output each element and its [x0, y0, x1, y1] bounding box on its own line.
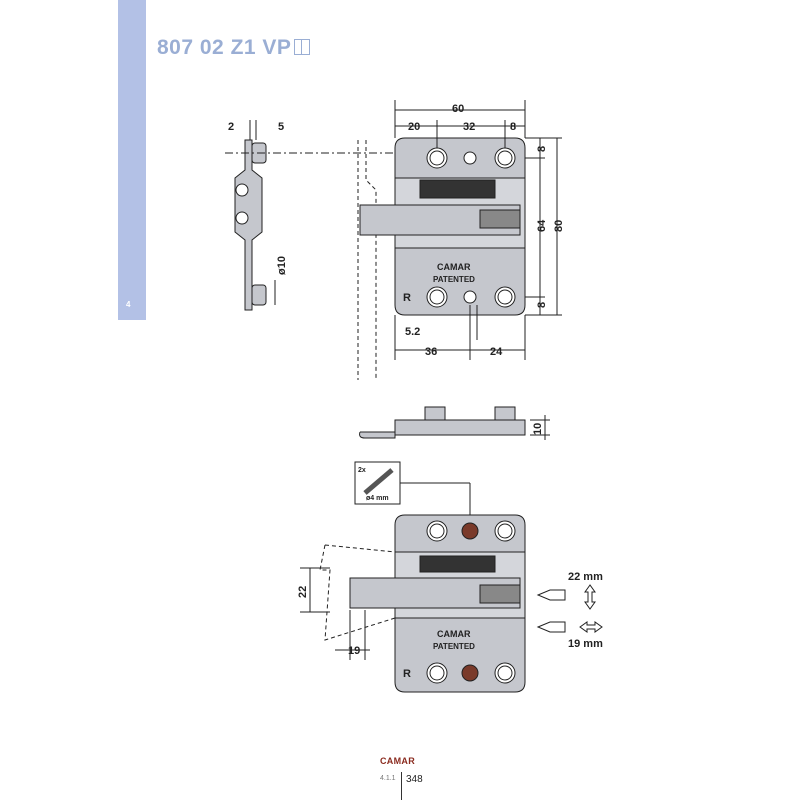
product-symbol-icon [294, 39, 311, 55]
vertical-adjust-arrow-icon [584, 584, 596, 610]
dim-side-2: 2 [228, 121, 234, 133]
screw-qty: 2x [358, 467, 366, 474]
adjust-horizontal-label: 19 mm [568, 638, 603, 650]
footer-divider [401, 772, 402, 800]
dim-diameter: ø10 [276, 256, 288, 275]
plate-side-lower: R [403, 668, 411, 680]
page-title: 807 02 Z1 VP [157, 36, 311, 60]
dim-height-80: 80 [553, 220, 565, 232]
footer-section: 4.1.1 [380, 775, 396, 782]
dim-bottom-24: 24 [490, 346, 503, 358]
dim-bottom-36: 36 [425, 346, 437, 358]
chapter-number: 4 [126, 300, 131, 309]
adjust-vertical-label: 22 mm [568, 571, 603, 583]
adjustment-view-plate [319, 514, 526, 693]
dim-side-5: 5 [278, 121, 284, 133]
product-code: 807 02 Z1 VP [157, 36, 292, 59]
dim-hole: 5.2 [405, 326, 420, 338]
plate-brand: CAMAR [437, 262, 471, 272]
plate-side: R [403, 292, 411, 304]
dim-horizontal: 19 [348, 645, 360, 657]
dim-width-32: 32 [463, 121, 475, 133]
page-number: 348 [406, 774, 423, 785]
plate-brand-lower: CAMAR [437, 629, 471, 639]
screwdriver-icon [536, 589, 566, 601]
screwdriver-icon [536, 621, 566, 633]
plate-text: PATENTED [433, 275, 475, 284]
dim-width-total: 60 [452, 103, 464, 115]
dim-bottom-height: 10 [532, 423, 544, 435]
side-view-drawing [225, 120, 400, 311]
bottom-view-drawing [359, 406, 550, 440]
screw-spec-box [354, 461, 401, 505]
screw-diameter: ø4 mm [366, 495, 389, 502]
dim-height-64: 64 [536, 219, 548, 232]
footer-brand-logo: CAMAR [380, 756, 415, 766]
dim-width-20: 20 [408, 121, 420, 133]
front-view-plate [359, 137, 526, 316]
dim-width-8: 8 [510, 121, 516, 133]
chapter-tab [118, 0, 146, 320]
dim-height-8-top: 8 [536, 146, 548, 152]
dim-vertical: 22 [297, 586, 309, 598]
plate-text-lower: PATENTED [433, 642, 475, 651]
dim-height-8-bottom: 8 [536, 302, 548, 308]
horizontal-adjust-arrow-icon [579, 621, 603, 633]
